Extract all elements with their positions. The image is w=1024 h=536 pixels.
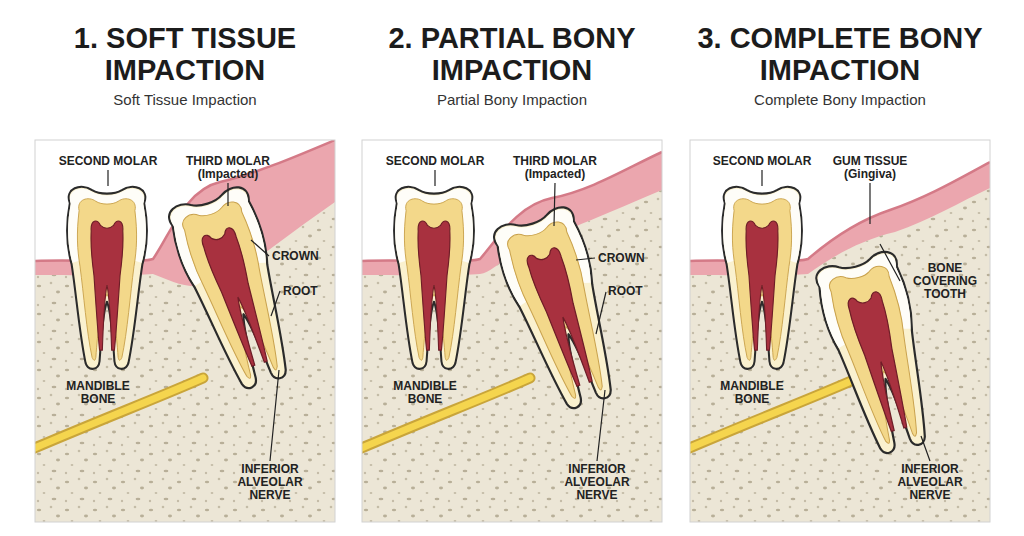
part-label: MANDIBLE BONE xyxy=(712,380,792,406)
impaction-panel: 1. SOFT TISSUE IMPACTION Soft Tissue Impa… xyxy=(20,22,350,118)
part-label: THIRD MOLAR (Impacted) xyxy=(181,155,276,181)
gum-tissue xyxy=(690,162,990,522)
leader-line xyxy=(108,170,280,461)
second-molar xyxy=(67,187,147,369)
panel-clip xyxy=(690,140,990,522)
gum-tissue xyxy=(362,152,662,522)
second-molar xyxy=(394,187,474,369)
part-label: BONE COVERING TOOTH xyxy=(903,262,988,301)
panel-subtitle: Complete Bony Impaction xyxy=(675,91,1005,109)
part-label: CROWN xyxy=(598,252,658,265)
panel-heading: 3. COMPLETE BONY IMPACTION xyxy=(675,22,1005,86)
part-label: ROOT xyxy=(608,285,658,298)
part-label: INFERIOR ALVEOLAR NERVE xyxy=(555,463,640,502)
panel-illustration xyxy=(357,140,662,522)
gum-tissue xyxy=(35,140,335,522)
part-label: INFERIOR ALVEOLAR NERVE xyxy=(888,463,973,502)
part-label: CROWN xyxy=(272,250,332,263)
leader-line xyxy=(435,170,606,461)
panel-background xyxy=(362,140,662,522)
nerve-outline xyxy=(35,378,203,450)
inferior-alveolar-nerve xyxy=(690,378,858,450)
part-label: MANDIBLE BONE xyxy=(385,380,465,406)
panel-illustration xyxy=(685,140,990,522)
panel-background xyxy=(690,140,990,522)
part-label: GUM TISSUE (Gingiva) xyxy=(825,155,915,181)
part-label: ROOT xyxy=(283,285,333,298)
panel-clip xyxy=(362,140,662,522)
inferior-alveolar-nerve xyxy=(362,378,530,450)
second-molar xyxy=(722,187,802,369)
panel-subtitle: Soft Tissue Impaction xyxy=(20,91,350,109)
nerve-outline xyxy=(362,378,530,450)
part-label: SECOND MOLAR xyxy=(380,155,490,168)
third-molar xyxy=(489,203,631,416)
nerve-outline xyxy=(690,378,858,450)
panel-heading: 1. SOFT TISSUE IMPACTION xyxy=(20,22,350,86)
panel-illustration xyxy=(30,140,335,522)
impaction-panel: 3. COMPLETE BONY IMPACTION Complete Bony … xyxy=(675,22,1005,118)
panel-clip xyxy=(35,140,335,522)
panel-heading: 2. PARTIAL BONY IMPACTION xyxy=(347,22,677,86)
impaction-panel: 2. PARTIAL BONY IMPACTION Partial Bony Im… xyxy=(347,22,677,118)
panel-border xyxy=(362,140,662,522)
panel-background xyxy=(35,140,335,522)
part-label: THIRD MOLAR (Impacted) xyxy=(508,155,603,181)
part-label: MANDIBLE BONE xyxy=(58,380,138,406)
part-label: SECOND MOLAR xyxy=(707,155,817,168)
part-label: INFERIOR ALVEOLAR NERVE xyxy=(228,463,313,502)
inferior-alveolar-nerve xyxy=(35,378,203,450)
part-label: SECOND MOLAR xyxy=(53,155,163,168)
panel-subtitle: Partial Bony Impaction xyxy=(347,91,677,109)
panel-border xyxy=(35,140,335,522)
leader-line xyxy=(762,170,930,461)
panel-border xyxy=(690,140,990,522)
